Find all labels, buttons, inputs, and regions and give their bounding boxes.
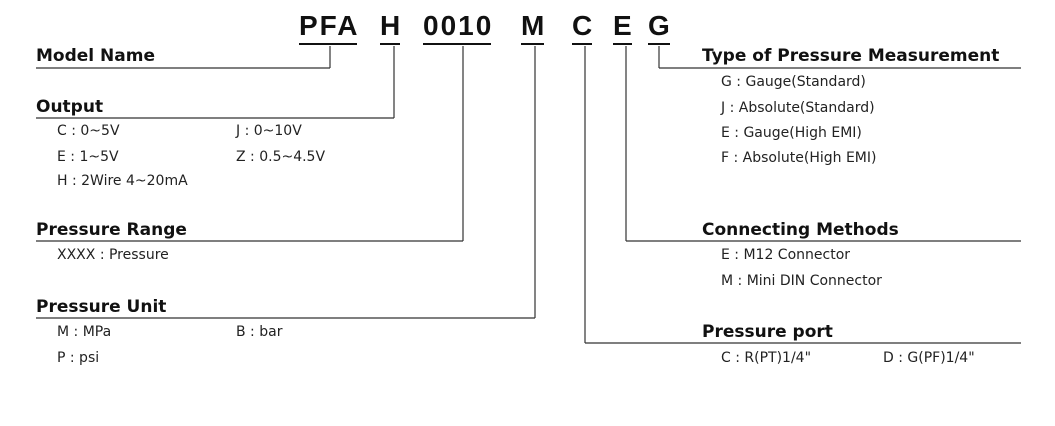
pressure-port-option: C : R(PT)1/4" (721, 350, 812, 366)
measurement-type-option: F : Absolute(High EMI) (721, 150, 877, 166)
connecting-methods-option: E : M12 Connector (721, 247, 851, 263)
measurement-type-option: J : Absolute(Standard) (721, 100, 875, 116)
connecting-methods-option: M : Mini DIN Connector (721, 273, 882, 289)
pressure-unit-option: M : MPa (57, 324, 112, 340)
output-option: Z : 0.5~4.5V (236, 149, 326, 165)
pressure-range-heading: Pressure Range (36, 220, 187, 240)
code-pressure-unit: M (521, 8, 546, 45)
output-option: E : 1~5V (57, 149, 119, 165)
measurement-type-option: E : Gauge(High EMI) (721, 125, 862, 141)
pressure-unit-option: P : psi (57, 350, 100, 366)
pressure-port-heading: Pressure port (702, 322, 833, 342)
connecting-methods-heading: Connecting Methods (702, 220, 899, 240)
measurement-type-heading: Type of Pressure Measurement (702, 46, 1000, 66)
output-heading: Output (36, 97, 104, 117)
pressure-range-option: XXXX : Pressure (57, 247, 169, 263)
pressure-unit-option: B : bar (236, 324, 283, 340)
code-connecting-method: E (613, 8, 634, 45)
code-prefix: PFA (299, 8, 359, 45)
output-option: J : 0~10V (236, 123, 302, 139)
pressure-unit-heading: Pressure Unit (36, 297, 167, 317)
output-option: C : 0~5V (57, 123, 120, 139)
model-name-heading: Model Name (36, 46, 155, 66)
pressure-port-option: D : G(PF)1/4" (883, 350, 975, 366)
code-pressure-range: 0010 (423, 8, 493, 45)
code-output: H (380, 8, 402, 45)
code-measurement-type: G (648, 8, 672, 45)
measurement-type-option: G : Gauge(Standard) (721, 74, 866, 90)
code-pressure-port: C (572, 8, 594, 45)
output-option: H : 2Wire 4~20mA (57, 173, 188, 189)
